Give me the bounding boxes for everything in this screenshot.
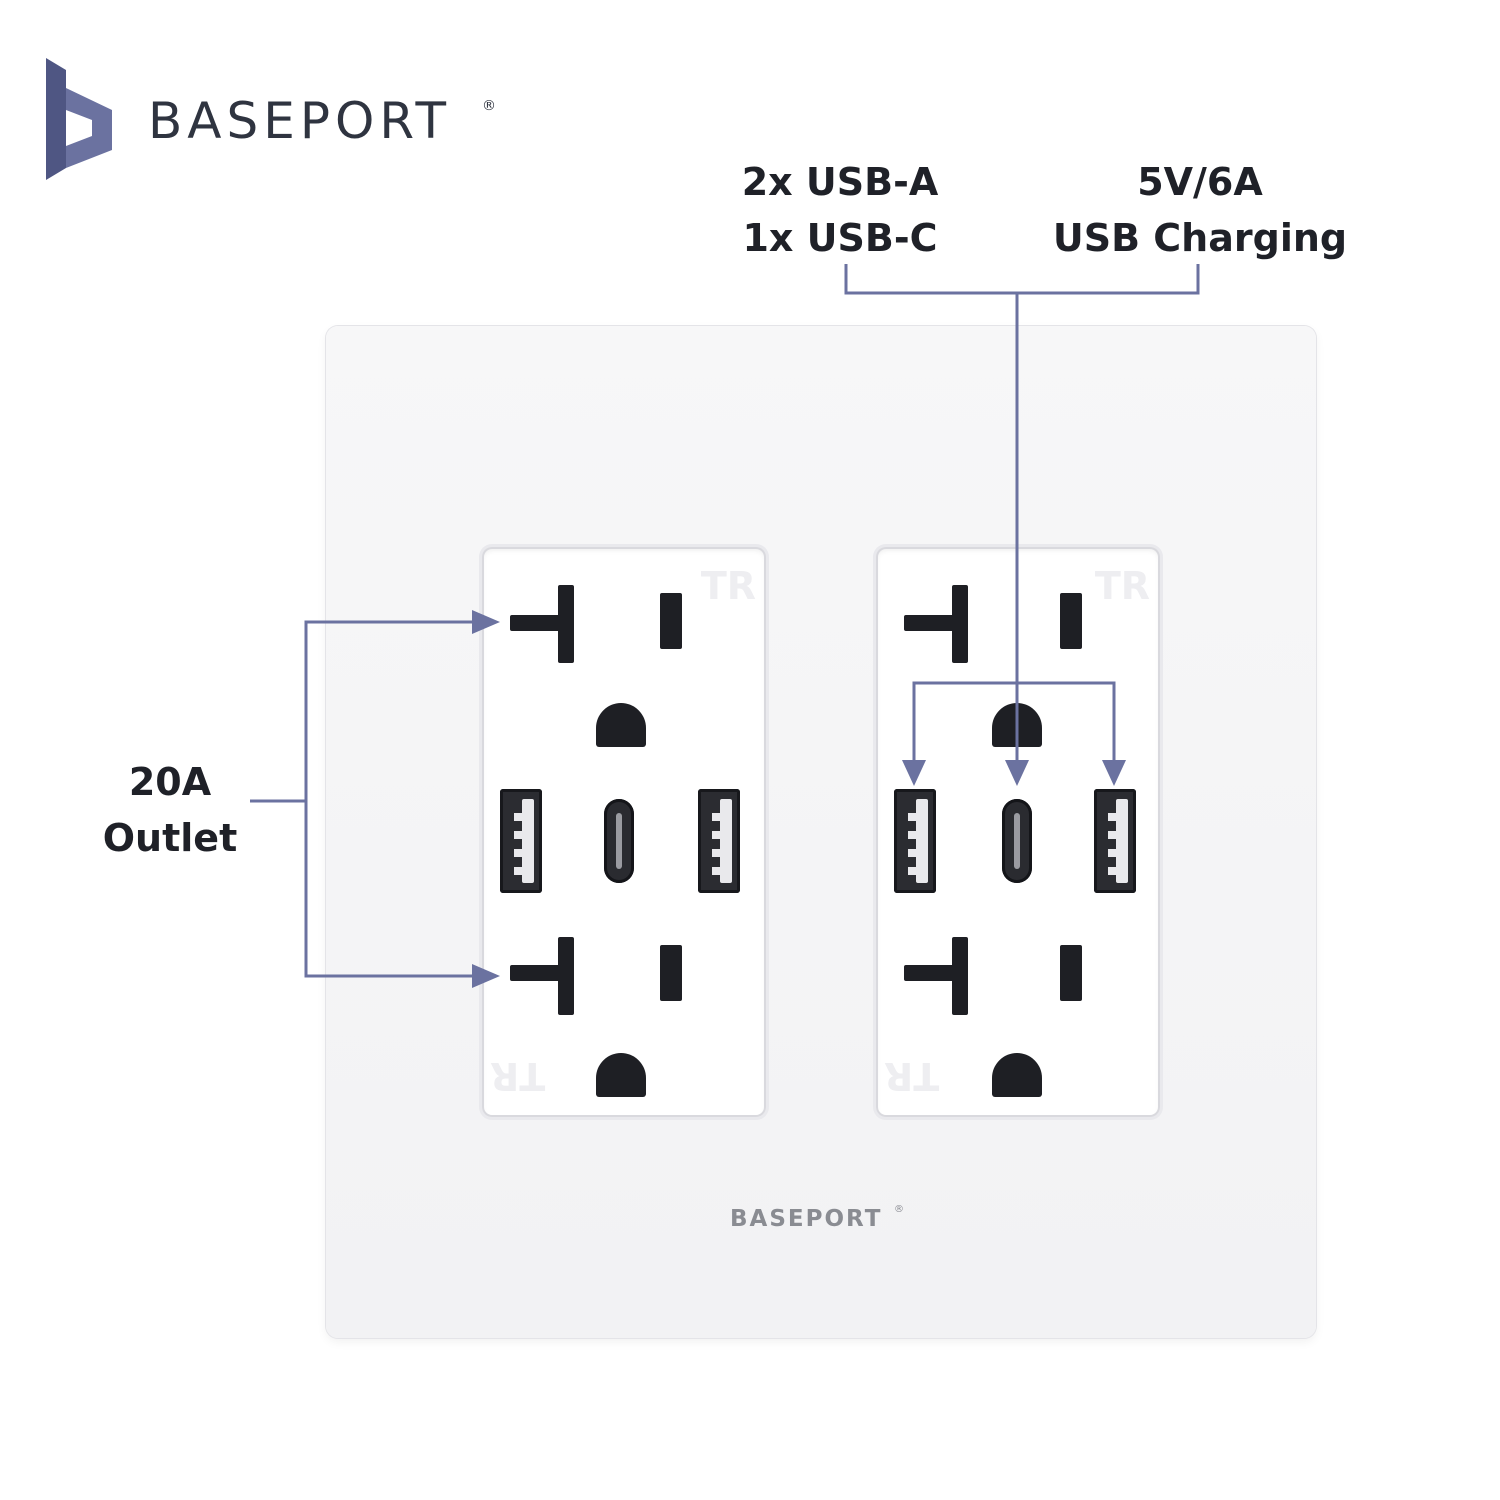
- arrow-down-icon: [1005, 760, 1029, 786]
- usb-a-port: [894, 789, 936, 893]
- callout-outlet-line1: 20A: [128, 760, 212, 804]
- outlet-top: [482, 547, 766, 747]
- callout-usb-ports-line2: 1x USB-C: [742, 216, 938, 260]
- ground-hole-icon: [992, 1053, 1042, 1097]
- t-slot-bar-icon: [510, 615, 572, 631]
- usb-c-port: [604, 799, 634, 883]
- callout-usb-ports-line1: 2x USB-A: [741, 160, 939, 204]
- brand-name: BASEPORT: [148, 92, 451, 150]
- neutral-slot-icon: [660, 593, 682, 649]
- arrow-right-icon: [472, 964, 500, 988]
- callout-usb-charging-line1: 5V/6A: [1137, 160, 1263, 204]
- arrow-down-icon: [902, 760, 926, 786]
- usb-a-port: [698, 789, 740, 893]
- usb-a-port: [1094, 789, 1136, 893]
- t-slot-bar-icon: [904, 615, 966, 631]
- usb-a-port: [500, 789, 542, 893]
- neutral-slot-icon: [1060, 945, 1082, 1001]
- ground-hole-icon: [596, 1053, 646, 1097]
- callout-outlet-line2: Outlet: [102, 816, 238, 860]
- neutral-slot-icon: [1060, 593, 1082, 649]
- arrow-right-icon: [472, 610, 500, 634]
- t-slot-bar-icon: [904, 965, 966, 981]
- usb-c-port: [1002, 799, 1032, 883]
- receptacle-right: TR TR: [876, 547, 1160, 1117]
- brand-registered-mark: ®: [482, 98, 496, 114]
- tr-mark-top: TR: [700, 564, 756, 608]
- usb-callout-bracket: [844, 264, 1200, 295]
- plate-registered-mark: ®: [894, 1204, 904, 1215]
- ground-hole-icon: [596, 703, 646, 747]
- receptacle-left: TR TR: [482, 547, 766, 1117]
- arrow-down-icon: [1102, 760, 1126, 786]
- callout-usb-charging-line2: USB Charging: [1052, 216, 1348, 260]
- outlet-bottom: [876, 927, 1160, 1117]
- tr-mark-top: TR: [1094, 564, 1150, 608]
- plate-brand: BASEPORT: [730, 1206, 883, 1232]
- baseport-logo-icon: [46, 58, 112, 180]
- usb-fanout: [912, 681, 1116, 760]
- outlet-bracket: [304, 620, 474, 978]
- neutral-slot-icon: [660, 945, 682, 1001]
- callout-usb-charging: 5V/6A USB Charging: [1020, 154, 1380, 266]
- t-slot-bar-icon: [510, 965, 572, 981]
- outlet-bottom: [482, 927, 766, 1117]
- callout-usb-ports: 2x USB-A 1x USB-C: [690, 154, 990, 266]
- callout-outlet: 20A Outlet: [60, 754, 280, 866]
